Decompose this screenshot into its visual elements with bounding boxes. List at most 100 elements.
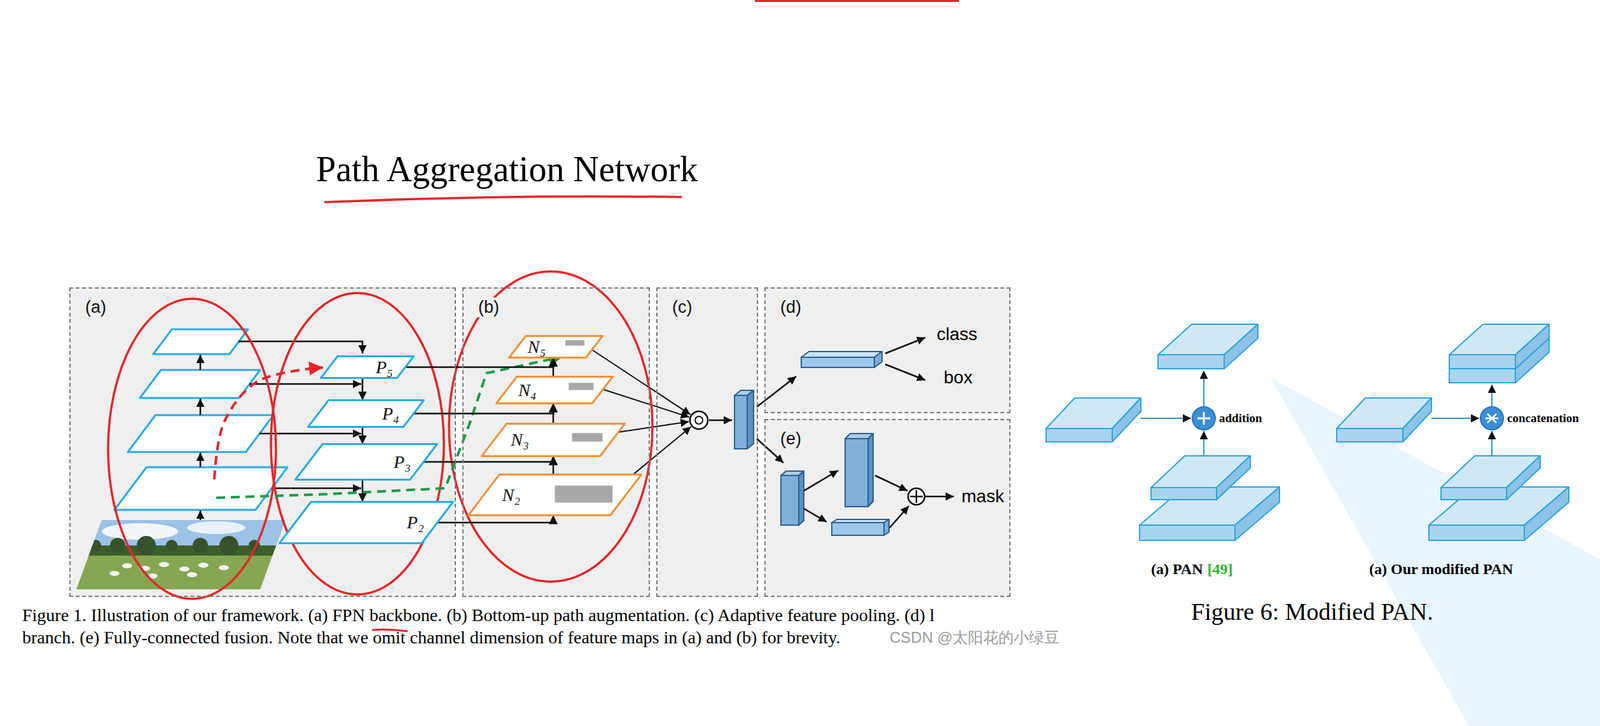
arrow-line bbox=[199, 398, 202, 416]
slab-front bbox=[734, 395, 748, 449]
title: Path Aggregation Network bbox=[316, 150, 698, 190]
feature-map-outline bbox=[278, 501, 455, 545]
arrow-line bbox=[756, 376, 797, 407]
feature-slab bbox=[845, 433, 874, 507]
red-annotation bbox=[108, 298, 276, 600]
arrow-line bbox=[1491, 384, 1493, 407]
photo-tree bbox=[136, 536, 156, 556]
feature-map-outline bbox=[319, 355, 415, 380]
arrow-line bbox=[1140, 417, 1192, 420]
panel-label: (b) bbox=[476, 297, 502, 318]
addition-symbol bbox=[1192, 406, 1216, 430]
arrow-line bbox=[875, 475, 908, 491]
photo-tree bbox=[219, 536, 239, 556]
concatenated-split bbox=[1449, 338, 1550, 369]
slab-front bbox=[1158, 354, 1225, 369]
arrow-line bbox=[925, 496, 954, 498]
photo-tree bbox=[192, 537, 208, 554]
pooled-region bbox=[555, 485, 614, 504]
pooled-region bbox=[565, 340, 585, 346]
addition-sign bbox=[1197, 412, 1211, 425]
slab-side bbox=[798, 471, 804, 526]
subfigure-label: (a) PAN bbox=[1151, 560, 1204, 579]
feature-map-outline bbox=[294, 443, 439, 481]
arrow-line bbox=[889, 506, 909, 528]
panel-ground bbox=[764, 287, 1011, 414]
operation-label: addition bbox=[1219, 411, 1263, 427]
red-annotation bbox=[270, 293, 444, 595]
output-label: box bbox=[943, 366, 973, 389]
panel-ground bbox=[764, 419, 1011, 598]
photo-cloud bbox=[101, 523, 179, 540]
panel-label: (e) bbox=[778, 429, 804, 449]
feature-map-label: P₂ bbox=[406, 513, 425, 532]
fusion-circle-inner bbox=[695, 416, 703, 425]
slab-side bbox=[1224, 324, 1258, 369]
feature-map-label: N₄ bbox=[518, 381, 537, 400]
feature-map-label: N₅ bbox=[527, 338, 546, 357]
photo-tree bbox=[110, 537, 126, 554]
feature-slab bbox=[1046, 398, 1141, 442]
feature-map-outline bbox=[480, 422, 626, 458]
feature-map-label: N₂ bbox=[502, 486, 521, 505]
arrow-line bbox=[885, 337, 926, 354]
feature-map-label: N₃ bbox=[510, 431, 529, 449]
slab-side bbox=[1506, 455, 1541, 500]
feature-map: P₅ bbox=[319, 355, 415, 380]
slab-front bbox=[1139, 525, 1235, 541]
feature-map: N₃ bbox=[480, 422, 626, 458]
output-label: mask bbox=[961, 485, 1005, 508]
arrow-line bbox=[199, 510, 202, 521]
figure-panel: (d) bbox=[764, 287, 1011, 414]
feature-connector bbox=[361, 480, 364, 503]
concatenation-symbol bbox=[1480, 406, 1504, 430]
slab-top bbox=[801, 351, 883, 358]
backbone-feature-map bbox=[114, 467, 288, 511]
arrow-line bbox=[199, 452, 202, 468]
arrow-line bbox=[803, 508, 827, 523]
figure-panel: (e) bbox=[764, 419, 1011, 598]
photo-cloud bbox=[186, 521, 246, 535]
sum-circle bbox=[908, 488, 925, 505]
concatenation-sign bbox=[1485, 413, 1499, 423]
figure-caption: branch. (e) Fully-connected fusion. Note… bbox=[22, 627, 841, 649]
feature-connector bbox=[552, 456, 555, 476]
feature-slab bbox=[1449, 324, 1550, 383]
slab-front bbox=[1046, 428, 1113, 442]
feature-slab bbox=[1336, 398, 1432, 442]
input-image bbox=[69, 515, 293, 594]
feature-connector bbox=[405, 358, 554, 368]
arrow-line bbox=[709, 419, 732, 422]
feature-map-shape bbox=[279, 502, 454, 544]
red-dashed-path bbox=[214, 367, 324, 480]
figure-caption: Figure 1. Illustration of our framework.… bbox=[22, 604, 935, 627]
panel-label: (c) bbox=[670, 297, 694, 318]
background-watermark-shape bbox=[1270, 377, 1600, 726]
photo-sheep bbox=[122, 563, 133, 569]
lateral-connection bbox=[249, 383, 362, 386]
feature-map-outline bbox=[307, 399, 425, 428]
figure-panel: (b) N₅ N₄ N₃ N₂ bbox=[462, 287, 650, 598]
feature-map-outline bbox=[508, 335, 604, 359]
arrow-line bbox=[1431, 417, 1480, 420]
feature-map: N₅ bbox=[508, 335, 604, 359]
feature-connector bbox=[361, 378, 364, 401]
photo-tree bbox=[165, 539, 178, 552]
subfigure-label: (a) Our modified PAN bbox=[1369, 560, 1513, 579]
fusion-circle bbox=[689, 411, 708, 430]
lateral-connection bbox=[271, 487, 362, 490]
arrow-line bbox=[1203, 370, 1205, 407]
feature-slab bbox=[1151, 455, 1251, 500]
sum-sign bbox=[910, 490, 923, 504]
figure-caption: Figure 6: Modified PAN. bbox=[1191, 597, 1434, 628]
backbone-feature-map bbox=[153, 329, 249, 355]
feature-slab bbox=[801, 351, 883, 368]
photo-sheep bbox=[218, 565, 229, 571]
arrow-line bbox=[885, 364, 926, 381]
slab-front bbox=[1441, 487, 1507, 500]
feature-slab bbox=[734, 390, 754, 449]
watermark: CSDN @太阳花的小绿豆 bbox=[889, 628, 1060, 648]
feature-connector bbox=[361, 427, 364, 445]
